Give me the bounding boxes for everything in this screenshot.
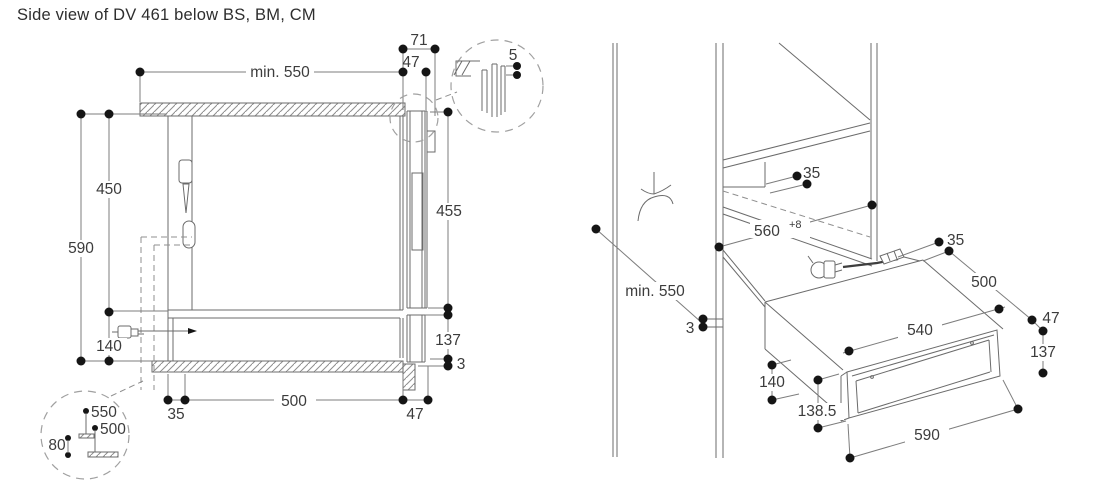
wall-mounted-clip-icon — [178, 159, 196, 249]
wall-panel — [612, 43, 618, 457]
dim-450: 450 — [96, 181, 122, 198]
dimension-labels: 35 560 +8 35 500 min. 550 3 540 47 137 1… — [621, 165, 1060, 444]
dim-min-550: min. 550 — [250, 64, 310, 81]
dim-47: 47 — [1042, 310, 1059, 327]
dim-plinth-550: 550 — [91, 404, 117, 421]
dim-71: 71 — [410, 32, 427, 49]
dim-137: 137 — [1030, 344, 1056, 361]
dim-35-bottom: 35 — [167, 406, 184, 423]
dim-3: 3 — [457, 356, 466, 373]
countertop — [139, 102, 406, 117]
dim-140: 140 — [759, 374, 785, 391]
dimension-lines — [76, 44, 453, 405]
cabinet-structure — [167, 116, 404, 361]
dim-47-bottom: 47 — [406, 406, 423, 423]
power-plug-icon — [807, 248, 921, 279]
dim-540: 540 — [907, 322, 933, 339]
dim-min-550: min. 550 — [625, 283, 685, 300]
plinth-detail-circle: 550 500 80 — [40, 390, 130, 480]
dim-138-5: 138.5 — [798, 403, 837, 420]
dim-35-socket: 35 — [947, 232, 964, 249]
bottom-board — [151, 360, 416, 391]
side-view-diagram: min. 550 47 71 590 450 140 455 137 3 35 … — [40, 32, 544, 480]
power-plug-icon — [112, 325, 197, 339]
dim-590: 590 — [914, 427, 940, 444]
oven-handle — [426, 130, 436, 153]
dim-35-shelf: 35 — [803, 165, 820, 182]
dim-47-top: 47 — [402, 54, 419, 71]
oven-door-front — [406, 110, 436, 309]
dim-560-tolerance: +8 — [789, 219, 802, 231]
cable-channel-dashed — [110, 236, 192, 397]
dim-500: 500 — [971, 274, 997, 291]
dim-560: 560 — [754, 223, 780, 240]
dim-3: 3 — [686, 320, 695, 337]
page-title: Side view of DV 461 below BS, BM, CM — [17, 6, 316, 24]
warming-drawer-front — [399, 314, 426, 363]
dim-140: 140 — [96, 338, 122, 355]
dim-137: 137 — [435, 332, 461, 349]
drawer-front-panel — [840, 329, 1001, 422]
dim-590: 590 — [68, 240, 94, 257]
dim-500-bottom: 500 — [281, 393, 307, 410]
dim-plinth-500: 500 — [100, 421, 126, 438]
drawer-box — [764, 259, 1004, 418]
dim-5-detail: 5 — [509, 47, 518, 64]
door-top-detail-circle: 5 — [389, 39, 544, 143]
wall-break-symbol-icon — [637, 172, 674, 222]
perspective-view-diagram: 35 560 +8 35 500 min. 550 3 540 47 137 1… — [591, 42, 1060, 463]
dim-plinth-80: 80 — [48, 437, 66, 454]
dimension-labels: min. 550 47 71 590 450 140 455 137 3 35 … — [63, 32, 469, 423]
dim-455: 455 — [436, 203, 462, 220]
